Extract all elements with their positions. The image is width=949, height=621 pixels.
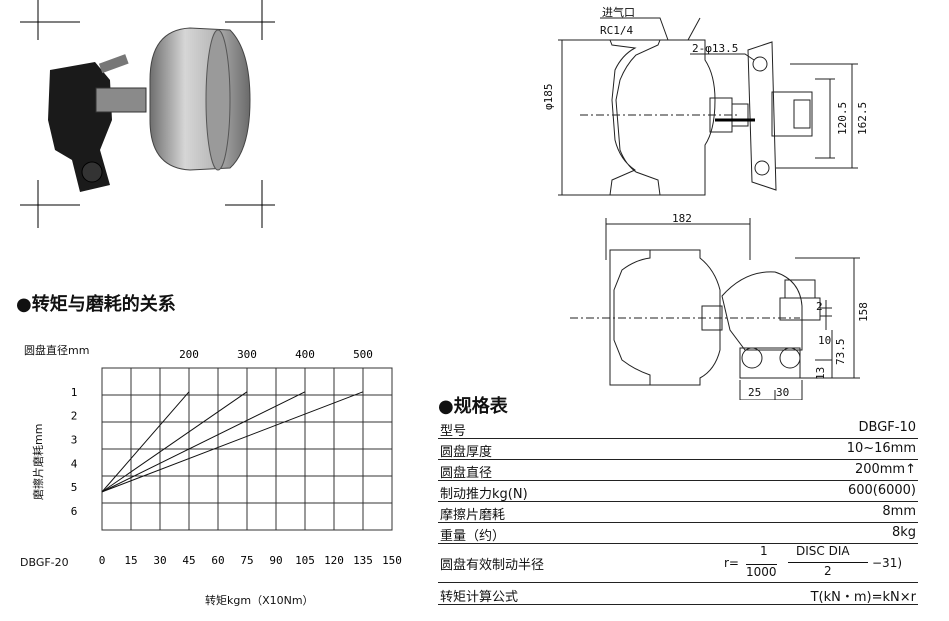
hole-label: 2-φ13.5	[692, 42, 739, 55]
spec-key: 重量（约）	[440, 529, 506, 544]
formula-inner-num: DISC DIA	[796, 544, 850, 558]
formula-r: r=	[724, 556, 739, 570]
dim-162-label: 162.5	[856, 101, 869, 135]
radius-formula: r= 1 1000 DISC DIA 2 −31)	[724, 544, 914, 580]
series-line-300	[101, 391, 248, 493]
spec-key: 圆盘厚度	[440, 445, 493, 460]
spec-key: 制动推力kg(N)	[440, 487, 528, 502]
spec-value: 10~16mm	[846, 441, 916, 456]
x-tick-label: 90	[269, 554, 282, 567]
spec-key: 摩擦片磨耗	[440, 508, 506, 523]
dim-158-label: 158	[857, 302, 870, 322]
formula-fraction-bar	[788, 562, 868, 563]
spec-torque-row: 转矩计算公式 T(kN・m)=kN×r	[438, 584, 918, 605]
spec-value: 8kg	[891, 525, 916, 540]
x-tick-label: 75	[240, 554, 253, 567]
series-line-400	[101, 391, 306, 493]
dim-73-label: 73.5	[834, 338, 847, 366]
spec-value: 8mm	[882, 504, 916, 519]
brake-caliper-photo-icon	[20, 0, 275, 228]
dim-10-label: 10	[818, 334, 832, 347]
spec-row: 圆盘厚度 10~16mm	[438, 439, 918, 460]
series-line-200	[101, 391, 190, 493]
x-tick-label: 135	[353, 554, 373, 567]
y-tick-label: 6	[71, 505, 78, 518]
dim-30-label: 30	[776, 386, 790, 399]
side-technical-drawing: 182 2 10 158 73.5 13 25 30	[570, 210, 940, 401]
spec-value: 600(6000)	[847, 483, 916, 498]
dim-13-label: 13	[814, 366, 827, 380]
diameter-label: φ185	[542, 83, 555, 111]
series-label: 400	[295, 348, 315, 361]
spec-row: 制动推力kg(N) 600(6000)	[438, 481, 918, 502]
inlet-label: 进气口	[602, 6, 635, 19]
torque-formula: T(kN・m)=kN×r	[810, 590, 916, 605]
model-label: DBGF-20	[20, 556, 69, 569]
series-line-500	[101, 391, 364, 493]
y-tick-label: 1	[71, 386, 78, 399]
x-tick-label: 150	[382, 554, 402, 567]
x-tick-label: 15	[124, 554, 137, 567]
spec-row: 圆盘直径 200mm↑	[438, 460, 918, 481]
dim-120-label: 120.5	[836, 101, 849, 135]
side-drawing-svg	[570, 218, 860, 401]
torque-axis-label: 转矩kgm（X10Nm）	[205, 594, 314, 607]
series-label: 300	[237, 348, 257, 361]
x-tick-label: 60	[211, 554, 224, 567]
top-technical-drawing: 进气口 RC1/4 2-φ13.5 φ185 120.5 162.5	[540, 0, 940, 200]
x-tick-label: 30	[153, 554, 166, 567]
spec-radius-row: 圆盘有效制动半径 r= 1 1000 DISC DIA 2 −31)	[438, 542, 918, 583]
x-tick-label: 120	[324, 554, 344, 567]
spec-value: 200mm↑	[854, 462, 916, 477]
chart-heading: ●转矩与磨耗的关系	[16, 294, 176, 315]
dim-182-label: 182	[672, 212, 692, 225]
spec-row: 型号 DBGF-10	[438, 418, 918, 439]
formula-den: 1000	[746, 564, 777, 579]
y-tick-label: 3	[71, 433, 78, 446]
y-tick-label: 2	[71, 410, 78, 423]
spec-key: 型号	[440, 424, 467, 439]
product-photo	[0, 0, 300, 230]
x-tick-label: 105	[295, 554, 315, 567]
y-tick-label: 4	[71, 457, 78, 470]
spec-heading: ●规格表	[438, 396, 508, 417]
x-tick-label: 45	[182, 554, 195, 567]
spec-row: 摩擦片磨耗 8mm	[438, 502, 918, 523]
x-tick-label: 0	[99, 554, 106, 567]
torque-label: 转矩计算公式	[440, 590, 519, 605]
spec-value: DBGF-10	[858, 420, 916, 435]
radius-label: 圆盘有效制动半径	[440, 558, 545, 573]
dim-25-label: 25	[748, 386, 762, 399]
dim-2-label: 2	[816, 300, 823, 313]
series-label: 200	[179, 348, 199, 361]
y-tick-label: 5	[71, 481, 78, 494]
top-drawing-svg	[558, 17, 858, 196]
spec-key: 圆盘直径	[440, 466, 493, 481]
spec-row: 重量（约） 8kg	[438, 523, 918, 544]
formula-inner-den: 2	[824, 564, 832, 578]
formula-num: 1	[760, 544, 768, 558]
disc-diameter-label: 圆盘直径mm	[24, 344, 90, 357]
formula-tail: −31)	[872, 556, 903, 570]
port-label: RC1/4	[600, 24, 634, 37]
series-label: 500	[353, 348, 373, 361]
